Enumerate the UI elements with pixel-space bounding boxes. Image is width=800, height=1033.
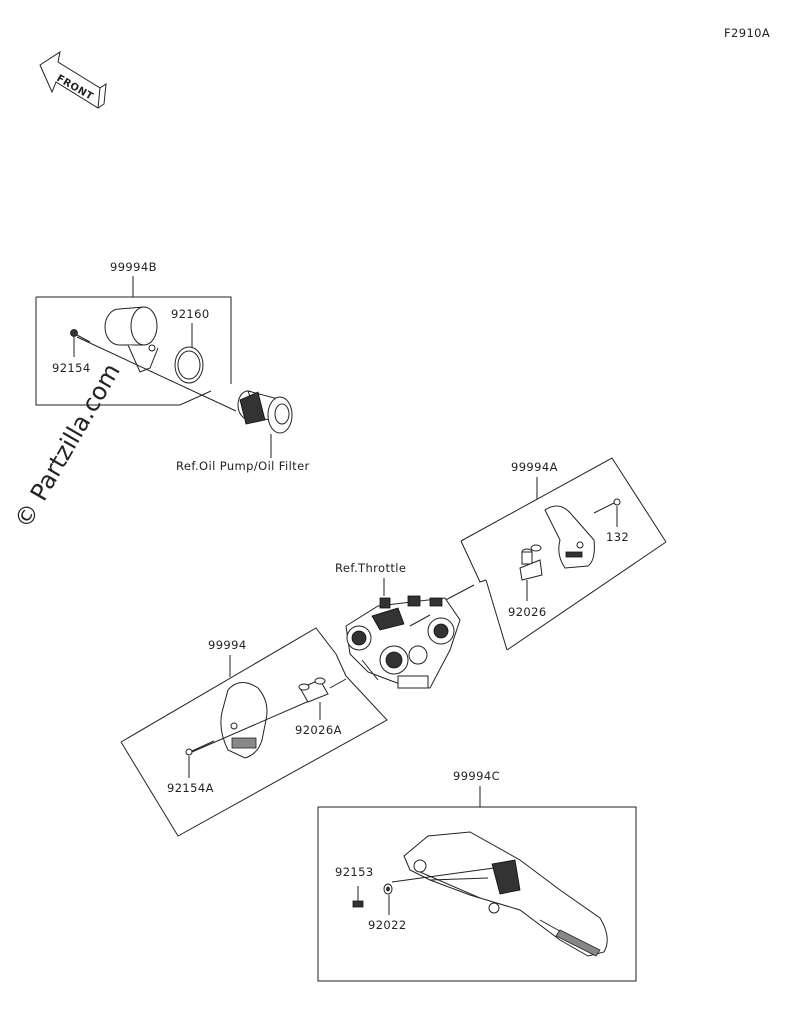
washer-92022-part bbox=[383, 883, 393, 895]
label-132[interactable]: 132 bbox=[606, 530, 629, 544]
oil-filter-part bbox=[237, 390, 293, 434]
front-arrow-icon: FRONT bbox=[39, 50, 107, 109]
label-99994c[interactable]: 99994C bbox=[453, 769, 500, 783]
label-99994b[interactable]: 99994B bbox=[110, 260, 157, 274]
label-92154a[interactable]: 92154A bbox=[167, 781, 214, 795]
kit-99994a-group: 99994A 132 92026 bbox=[460, 457, 667, 651]
bolt-92153-part bbox=[352, 886, 364, 908]
label-92022[interactable]: 92022 bbox=[368, 918, 407, 932]
cover-99994a-part bbox=[544, 505, 595, 569]
cover-99994b-part bbox=[104, 306, 159, 373]
label-99994a[interactable]: 99994A bbox=[511, 460, 558, 474]
throttle-body-part bbox=[345, 595, 461, 689]
kit-99994-group: 99994 92154A 92026A bbox=[120, 627, 388, 837]
label-92026[interactable]: 92026 bbox=[508, 605, 547, 619]
ring-92160-part bbox=[174, 346, 204, 384]
label-92026a[interactable]: 92026A bbox=[295, 723, 342, 737]
label-92153[interactable]: 92153 bbox=[335, 865, 374, 879]
ref-throttle-label[interactable]: Ref.Throttle bbox=[335, 561, 406, 575]
bolt-132-part bbox=[593, 498, 621, 514]
bolt-92154-part bbox=[70, 329, 91, 343]
kit-99994b-group: 99994B 92154 92160 bbox=[35, 260, 237, 412]
label-99994[interactable]: 99994 bbox=[208, 638, 247, 652]
cover-99994c-part bbox=[403, 831, 608, 957]
ref-oil-pump-label[interactable]: Ref.Oil Pump/Oil Filter bbox=[176, 459, 310, 473]
label-92154[interactable]: 92154 bbox=[52, 361, 91, 375]
spacer-92026a-part bbox=[298, 677, 329, 703]
cover-99994-part bbox=[220, 682, 268, 759]
watermark: © Partzilla.com bbox=[9, 359, 126, 533]
diagram-id: F2910A bbox=[724, 26, 770, 40]
label-92160[interactable]: 92160 bbox=[171, 307, 210, 321]
spacer-92026-part bbox=[519, 544, 543, 581]
kit-99994c-group: 99994C 92153 92022 bbox=[317, 769, 637, 982]
